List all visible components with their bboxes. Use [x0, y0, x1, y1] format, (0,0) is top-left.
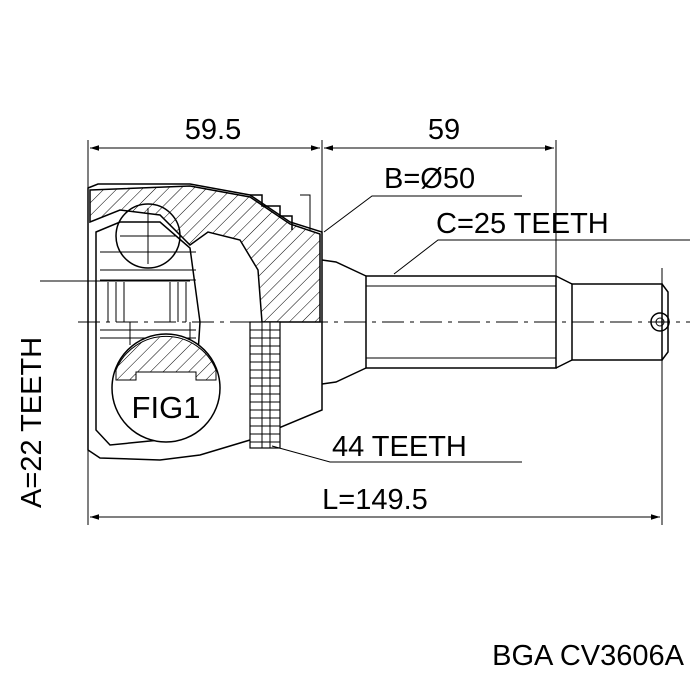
shaft-neck [321, 259, 367, 385]
dim-total-length: L=149.5 [322, 484, 428, 516]
dim-shaft-length: 59 [428, 114, 460, 146]
abs-ring [249, 321, 281, 449]
brand-label: BGA [492, 640, 552, 672]
callout-abs-teeth: 44 TEETH [332, 431, 467, 463]
fig1-hatch [115, 335, 217, 381]
spline-section-inner [366, 285, 556, 359]
leader-b [323, 195, 522, 233]
abs-ring-body [249, 321, 281, 449]
part-number: CV3606A [559, 640, 684, 672]
fig1-label: FIG1 [132, 390, 201, 425]
dimension-lines [40, 140, 690, 525]
abs-ring-teeth [250, 322, 280, 448]
callout-c-teeth: C=25 TEETH [436, 208, 609, 240]
seal-step [250, 194, 293, 230]
cage-lines [100, 251, 196, 281]
callout-b-diameter: B=Ø50 [384, 163, 475, 195]
callout-a-teeth: A=22 TEETH [16, 337, 48, 508]
ball [115, 203, 181, 269]
housing-outline [87, 183, 323, 461]
seal-step-2 [300, 194, 311, 230]
leader-abs [271, 445, 522, 463]
inner-spline-lines [107, 282, 187, 322]
fig1-detail: FIG1 [111, 333, 221, 443]
joint-housing [87, 183, 323, 461]
leader-c [393, 239, 690, 275]
dim-joint-length: 59.5 [185, 114, 241, 146]
shaft-taper [555, 275, 573, 369]
part-caption: BGA CV3606A [492, 640, 684, 673]
ball-cross [120, 208, 176, 264]
